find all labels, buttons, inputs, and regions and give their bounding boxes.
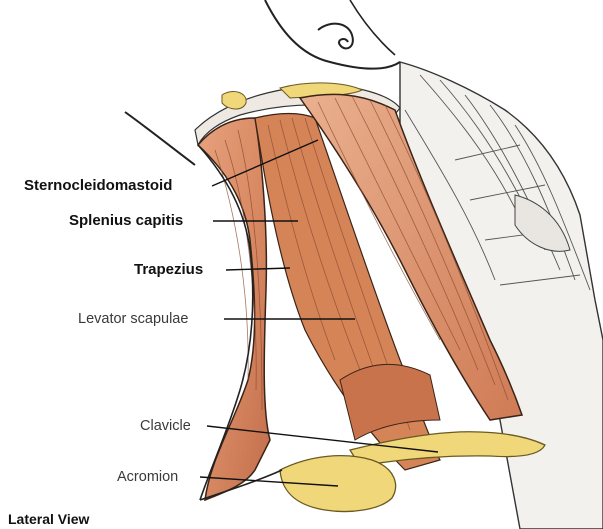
label-sternocleidomastoid: Sternocleidomastoid xyxy=(24,177,172,195)
label-splenius-capitis: Splenius capitis xyxy=(69,212,183,230)
leader-trapezius xyxy=(226,268,290,270)
label-acromion: Acromion xyxy=(117,468,178,486)
head-outline xyxy=(125,112,195,165)
trapezius-muscle xyxy=(198,118,270,500)
mastoid-process xyxy=(222,92,246,110)
label-levator-scapulae: Levator scapulae xyxy=(78,310,188,328)
view-caption: Lateral View xyxy=(8,511,89,527)
jaw-outline xyxy=(265,0,400,69)
face-outline xyxy=(350,0,395,55)
label-trapezius: Trapezius xyxy=(134,261,203,279)
ear-outline xyxy=(318,24,353,49)
label-clavicle: Clavicle xyxy=(140,417,191,435)
